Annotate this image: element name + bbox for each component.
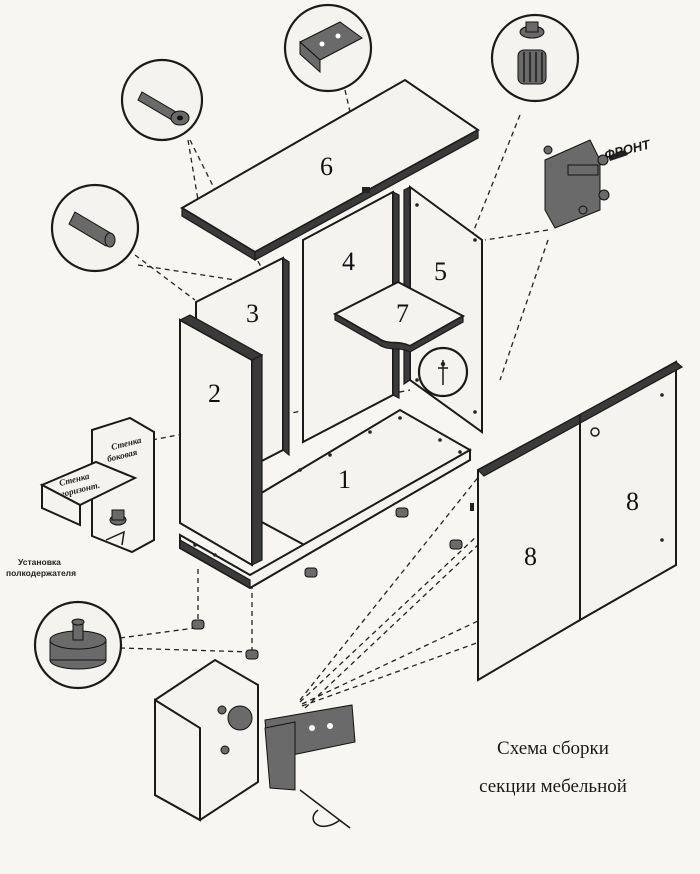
part-number-3: 3 [246,299,259,328]
panel-7-shelf [332,280,466,353]
detail-circle-bracket [283,3,373,93]
panel-6-top [180,78,480,262]
doors-8 [470,360,684,682]
shelf-support-detail [417,346,469,398]
part-number-2: 2 [208,379,221,408]
part-number-7: 7 [396,299,409,328]
detail-circle-confirmat [120,58,204,142]
support-label-line1: Установка [18,557,61,567]
adjustable-feet [191,507,463,660]
panel-2-side [178,314,264,567]
detail-circle-dowel [50,183,140,273]
base-plinth [179,448,471,590]
part-numbers: 6 4 5 3 7 2 1 8 8 [208,152,639,571]
title-line-1: Схема сборки [497,738,609,759]
part-number-5: 5 [434,257,447,286]
detail-circle-camlock [490,13,580,103]
part-number-8-right: 8 [626,487,639,516]
detail-hinge [154,658,356,829]
part-number-1: 1 [338,465,351,494]
title-line-2: секции мебельной [479,776,627,797]
support-label-line2: полкодержателя [6,568,77,578]
detail-circle-foot [33,600,123,690]
detail-support-block [39,416,155,554]
part-number-4: 4 [342,247,355,276]
part-number-6: 6 [320,152,333,181]
part-number-8-left: 8 [524,542,537,571]
detail-front-fitting [543,139,628,229]
